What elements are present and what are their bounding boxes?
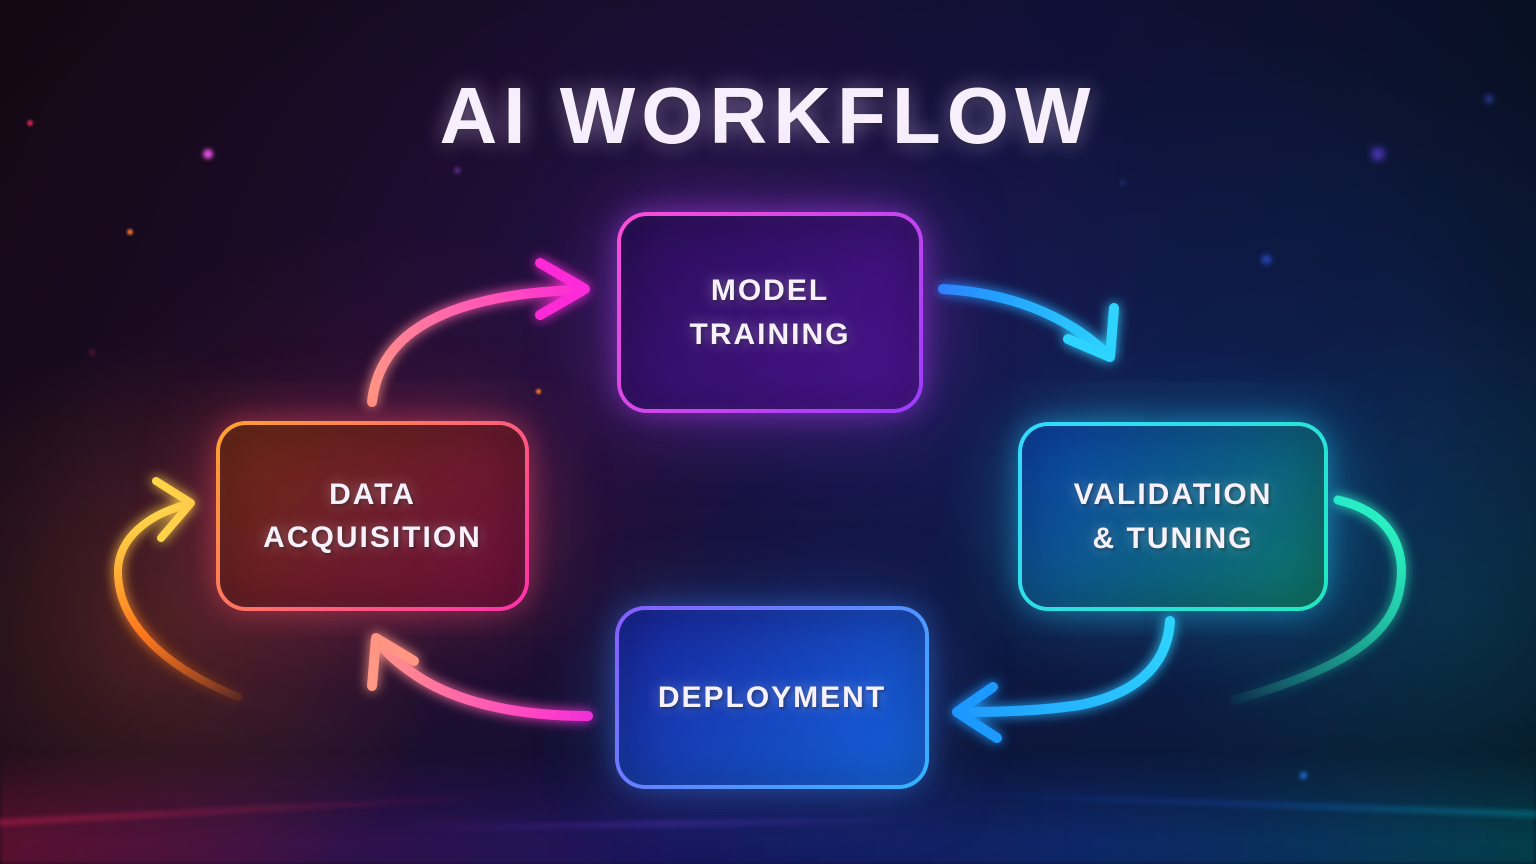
bokeh-particle bbox=[1120, 180, 1125, 185]
bokeh-particle bbox=[1262, 255, 1271, 264]
node-label-line: ACQUISITION bbox=[263, 521, 482, 554]
node-label-line: TRAINING bbox=[689, 317, 851, 351]
arrow-data-to-training bbox=[367, 258, 590, 407]
bokeh-particle bbox=[90, 350, 95, 355]
node-validation-tuning: VALIDATION & TUNING bbox=[1018, 422, 1328, 611]
node-model-training: MODEL TRAINING bbox=[617, 212, 923, 413]
arrow-validation-to-deployment bbox=[952, 616, 1175, 743]
bokeh-particle bbox=[536, 389, 541, 394]
node-label-line: DATA bbox=[329, 477, 416, 511]
node-label-line: & TUNING bbox=[1092, 521, 1254, 555]
bokeh-particle bbox=[203, 149, 213, 159]
node-label-line: MODEL bbox=[710, 274, 830, 307]
bokeh-particle bbox=[1485, 95, 1493, 103]
arrow-training-to-validation bbox=[938, 284, 1119, 362]
bokeh-particle bbox=[455, 168, 460, 173]
page-title: AI WORKFLOW bbox=[439, 70, 1097, 160]
bokeh-particle bbox=[127, 229, 133, 235]
bokeh-particle bbox=[1372, 148, 1384, 160]
node-label-line: VALIDATION bbox=[1073, 478, 1273, 511]
bokeh-particle bbox=[27, 120, 33, 126]
arrow-deployment-to-data bbox=[367, 633, 593, 721]
bokeh-particle bbox=[1300, 772, 1307, 779]
node-label-line: DEPLOYMENT bbox=[657, 680, 887, 714]
node-data-acquisition: DATA ACQUISITION bbox=[216, 421, 529, 611]
node-deployment: DEPLOYMENT bbox=[615, 606, 929, 789]
